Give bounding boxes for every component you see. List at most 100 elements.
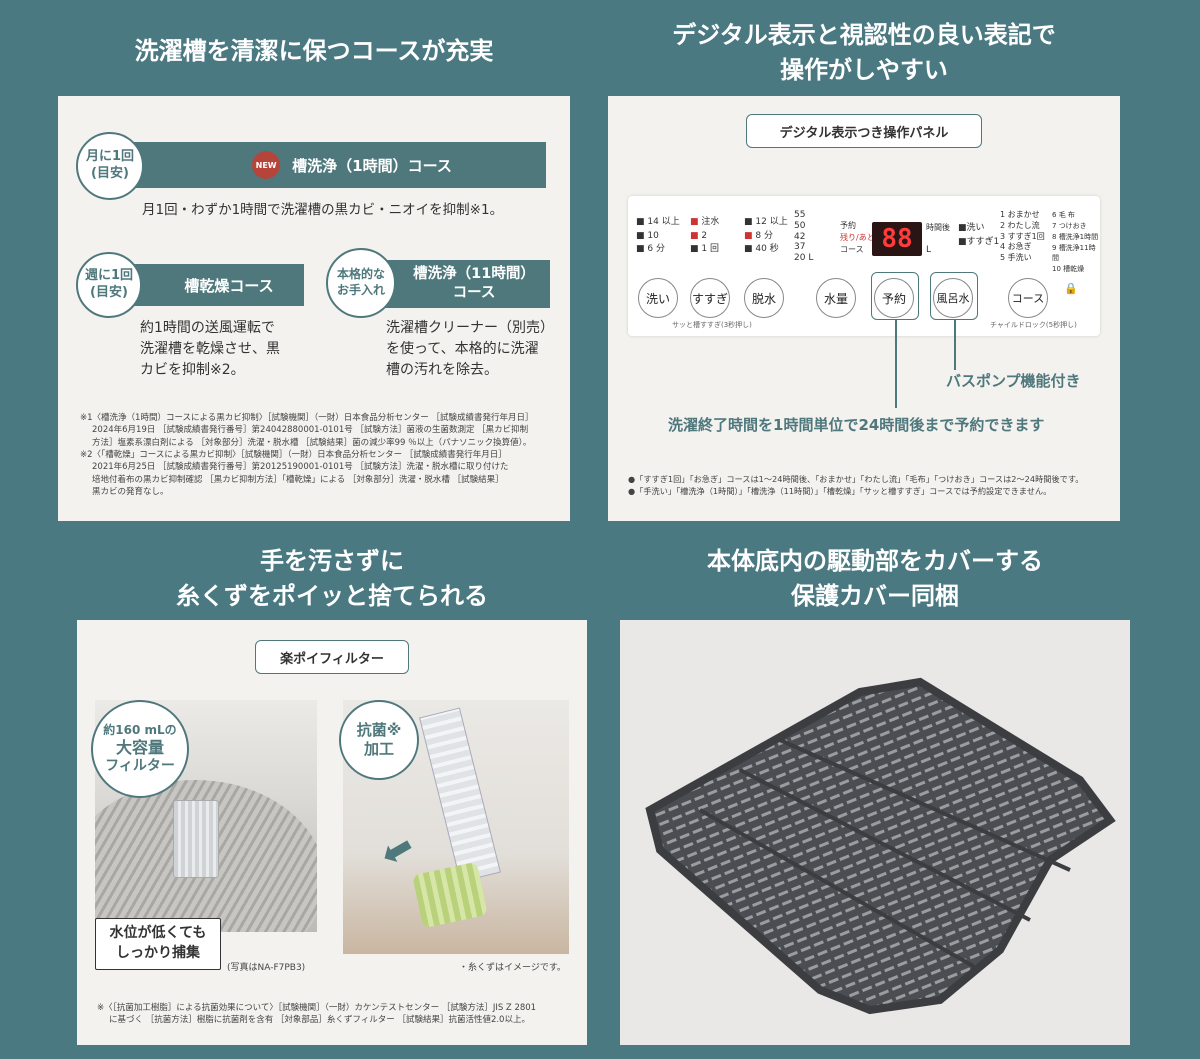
course-button[interactable]: コース — [1008, 278, 1048, 318]
cover-body — [645, 677, 1116, 1015]
panel-tank-courses: NEW 槽洗浄（1時間）コース 月に1回 (目安) 月1回・わずか1時間で洗濯槽… — [58, 96, 570, 521]
heading-line: 操作がしやすい — [780, 55, 948, 84]
box-line: しっかり捕集 — [116, 945, 200, 962]
heading-digital-panel: デジタル表示と視認性の良い表記で 操作がしやすい — [608, 18, 1120, 88]
filter-cartridge — [419, 707, 501, 883]
timer-notes: ●「すすぎ1回」「お急ぎ」コースは1〜24時間後、「おまかせ」「わたし流」「毛布… — [628, 474, 1112, 498]
footnote-line: 培地付着布の黒カビ抑制確認 ［黒カビ抑制方法］「槽乾燥」による ［対象部分］洗濯… — [92, 474, 504, 485]
level-item: 20 L — [794, 253, 814, 264]
nokori-label: 残り/あと — [840, 233, 875, 242]
course2-desc: 約1時間の送風運転で 洗濯槽を乾燥させ、黒 カビを抑制※2。 — [140, 318, 280, 381]
course3-title: 槽洗浄（11時間） — [413, 266, 535, 283]
level-item: 50 — [794, 220, 806, 231]
photo-caption: (写真はNA-F7PB3) — [227, 963, 306, 973]
heading-line: 糸くずをポイッと捨てられる — [176, 581, 488, 610]
level-item: ■ 1 回 — [690, 244, 719, 254]
circle-text: 抗菌※ — [356, 720, 402, 739]
course-item: 10 槽乾燥 — [1052, 265, 1085, 274]
level-item: ■ 6 分 — [636, 244, 665, 254]
control-panel-label: デジタル表示つき操作パネル — [746, 114, 982, 148]
wash-button[interactable]: 洗い — [638, 278, 678, 318]
water-level-button[interactable]: 水量 — [816, 278, 856, 318]
course3-bar: 槽洗浄（11時間） コース — [374, 260, 550, 308]
footnote-line: 2021年6月25日 ［試験成績書発行番号］第20125190001-0101号… — [92, 462, 509, 473]
box-line: 水位が低くても — [109, 925, 207, 941]
course-item: 6 毛 布 — [1052, 211, 1075, 219]
lock-icon: 🔒 — [1064, 282, 1078, 295]
level-item: ■ 注水 — [690, 217, 720, 227]
note-line: に基づく ［抗菌方法］樹脂に抗菌剤を含有 ［対象部品］糸くずフィルター ［試験結… — [109, 1015, 530, 1026]
timer-button[interactable]: 予約 — [874, 278, 914, 318]
footnote-line: ※1〈槽洗浄（1時間）コースによる黒カビ抑制〉［試験機関］（一財）日本食品分析セ… — [80, 413, 534, 423]
panel-cover — [620, 620, 1130, 1045]
footnote-line: 黒カビの発育なし。 — [92, 486, 169, 497]
note-line: ●「手洗い」「槽洗浄（1時間）」「槽洗浄（11時間）」「槽乾燥」「サッと槽すすぎ… — [628, 485, 1052, 496]
heading-filter: 手を汚さずに 糸くずをポイッと捨てられる — [77, 544, 587, 614]
course2-title: 槽乾燥コース — [184, 276, 274, 295]
course-list-a: 1 おまかせ 2 わたし流 3 すすぎ1回 4 お急ぎ 5 手洗い — [1000, 210, 1045, 264]
circle-antibacterial: 抗菌※ 加工 — [339, 700, 419, 780]
level-col-4: 55 50 42 37 20 L — [794, 210, 813, 264]
circle-full-care: 本格的な お手入れ — [326, 248, 396, 318]
bath-highlight — [930, 272, 978, 320]
circle-text: 本格的な — [336, 267, 385, 282]
level-item: ■ 10 — [636, 230, 659, 241]
desc-line: 洗濯槽を乾燥させ、黒 — [140, 341, 280, 357]
antibacterial-note: ※〈［抗菌加工樹脂］による抗菌効果について〉［試験機関］（一財）カケンテストセン… — [97, 1002, 573, 1027]
catch-box: 水位が低くても しっかり捕集 — [95, 918, 221, 970]
desc-line: 約1時間の送風運転で — [140, 320, 275, 336]
callout-line-bath — [954, 320, 956, 370]
new-badge: NEW — [252, 151, 281, 179]
control-panel-face: ■ 14 以上 ■ 10 ■ 6 分 ■ 注水 ■ 2 ■ 1 回 ■ 12 以… — [628, 196, 1100, 336]
circle-weekly: 週に1回 (目安) — [76, 252, 142, 318]
course-item: 5 手洗い — [1000, 253, 1032, 263]
course3-title: コース — [452, 285, 496, 301]
circle-text: 月に1回 — [85, 149, 135, 165]
level-item: 37 — [794, 242, 806, 253]
circle-text: (目安) — [91, 166, 129, 181]
course-item: 9 槽洗浄11時間 — [1052, 243, 1096, 263]
rinse-button[interactable]: すすぎ — [690, 278, 730, 318]
circle-text: 大容量 — [115, 737, 164, 757]
circle-text: フィルター — [105, 757, 175, 774]
footnote-line: 方法］塩素系漂白剤による ［対象部分］洗濯・脱水槽 ［試験結果］菌の減少率99 … — [92, 437, 532, 448]
spin-button[interactable]: 脱水 — [744, 278, 784, 318]
timer-highlight — [871, 272, 919, 320]
circle-text: (目安) — [90, 285, 128, 300]
course-label: コース — [840, 245, 864, 254]
level-col-3: ■ 12 以上 ■ 8 分 ■ 40 秒 — [744, 216, 788, 257]
desc-line: を使って、本格的に洗濯 — [386, 341, 539, 357]
course-item: 7 つけおき — [1052, 221, 1087, 230]
sub-label-left: サッと槽すすぎ(3秒押し) — [672, 321, 752, 329]
note-line: ※〈［抗菌加工樹脂］による抗菌効果について〉［試験機関］（一財）カケンテストセン… — [97, 1003, 537, 1013]
level-item: ■ 12 以上 — [744, 217, 788, 227]
circle-monthly: 月に1回 (目安) — [76, 132, 144, 200]
level-item: ■ 2 — [690, 230, 708, 241]
filter-unit — [173, 800, 219, 878]
level-item: ■ 14 以上 — [636, 217, 680, 227]
course3-desc: 洗濯槽クリーナー（別売） を使って、本格的に洗濯 槽の汚れを除去。 — [386, 318, 554, 381]
callout-timer: 洗濯終了時間を1時間単位で24時間後まで予約できます — [668, 416, 1045, 434]
circle-text: 約160 mLの — [103, 722, 177, 737]
heading-line: 保護カバー同梱 — [791, 581, 959, 610]
panel-filter: 楽ポイフィルター 約160 mLの 大容量 フィルター 水位が低くても しっかり… — [77, 620, 587, 1045]
lint-mass — [412, 861, 488, 929]
course1-desc: 月1回・わずか1時間で洗濯槽の黒カビ・ニオイを抑制※1。 — [142, 202, 504, 218]
panel-control: デジタル表示つき操作パネル ■ 14 以上 ■ 10 ■ 6 分 ■ 注水 ■ … — [608, 96, 1120, 521]
circle-text: 週に1回 — [84, 268, 134, 284]
heading-cover: 本体底内の駆動部をカバーする 保護カバー同梱 — [620, 544, 1130, 614]
bath-water-button[interactable]: 風呂水 — [933, 278, 973, 318]
desc-line: カビを抑制※2。 — [140, 362, 245, 378]
heading-line: 手を汚さずに — [260, 547, 404, 575]
footnotes: ※1〈槽洗浄（1時間）コースによる黒カビ抑制〉［試験機関］（一財）日本食品分析セ… — [80, 412, 560, 498]
course1-bar: NEW 槽洗浄（1時間）コース — [118, 142, 546, 188]
circle-text: 加工 — [363, 740, 394, 758]
image-caption: ・糸くずはイメージです。 — [459, 963, 566, 973]
timer-labels: 予約 残り/あと コース — [840, 220, 875, 256]
course-item: 4 お急ぎ — [1000, 242, 1032, 252]
yoyaku-label: 予約 — [840, 221, 856, 230]
level-item: 42 — [794, 231, 806, 242]
heading-line: 本体底内の駆動部をカバーする — [707, 547, 1043, 575]
course-item: 2 わたし流 — [1000, 220, 1040, 230]
footnote-line: ※2〈「槽乾燥」コースによる黒カビ抑制〉［試験機関］（一財）日本食品分析センター… — [80, 449, 507, 460]
